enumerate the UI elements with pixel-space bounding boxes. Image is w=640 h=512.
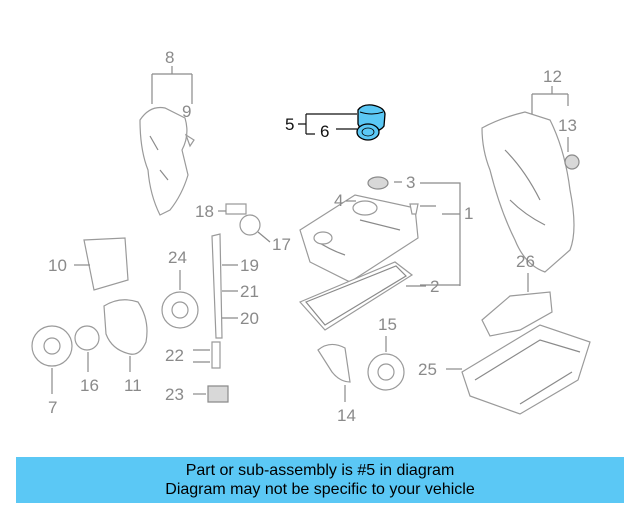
part-25-oil-pan [461, 324, 591, 415]
callout-20: 20 [240, 309, 259, 328]
callout-24: 24 [168, 248, 187, 267]
callout-10: 10 [48, 256, 67, 275]
part-16-gear [74, 325, 100, 351]
part-5-oil-filler-cap[interactable] [356, 104, 386, 141]
part-22-tube [211, 341, 221, 369]
callout-14: 14 [337, 406, 356, 425]
part-26-baffle [481, 291, 553, 337]
callout-3: 3 [406, 173, 415, 192]
part-1-valve-cover [299, 176, 419, 283]
callout-8: 8 [165, 48, 174, 67]
banner-line-2: Diagram may not be specific to your vehi… [165, 481, 475, 498]
callout-22: 22 [165, 346, 184, 365]
info-banner: Part or sub-assembly is #5 in diagram Di… [16, 457, 624, 503]
callout-16: 16 [80, 376, 99, 395]
callout-23: 23 [165, 385, 184, 404]
callout-4: 4 [334, 191, 343, 210]
callout-7: 7 [48, 398, 57, 417]
part-14-seal [317, 343, 351, 383]
callout-5: 5 [285, 115, 294, 134]
callout-2: 2 [430, 277, 439, 296]
callout-9: 9 [182, 102, 191, 121]
callout-5-leader [298, 113, 357, 135]
part-11-cover [103, 299, 148, 355]
part-19-dipstick [211, 233, 223, 339]
banner-line-1: Part or sub-assembly is #5 in diagram [185, 462, 455, 479]
part-12-rear-cover [481, 111, 580, 273]
callout-6: 6 [320, 122, 329, 141]
callout-12: 12 [543, 67, 562, 86]
callout-26: 26 [516, 252, 535, 271]
callout-13: 13 [558, 116, 577, 135]
callout-19: 19 [240, 256, 259, 275]
part-23-plug [207, 385, 229, 403]
part-10-bracket [83, 237, 129, 291]
part-8-timing-cover [139, 106, 195, 216]
callout-15: 15 [378, 315, 397, 334]
callout-21: 21 [240, 282, 259, 301]
callout-17: 17 [272, 235, 291, 254]
part-17-pulley [239, 214, 261, 236]
callout-25: 25 [418, 360, 437, 379]
part-18-sensor [225, 203, 247, 215]
callout-18: 18 [195, 202, 214, 221]
callout-1: 1 [464, 204, 473, 223]
part-2-gasket [298, 261, 414, 331]
callout-11: 11 [124, 376, 142, 395]
